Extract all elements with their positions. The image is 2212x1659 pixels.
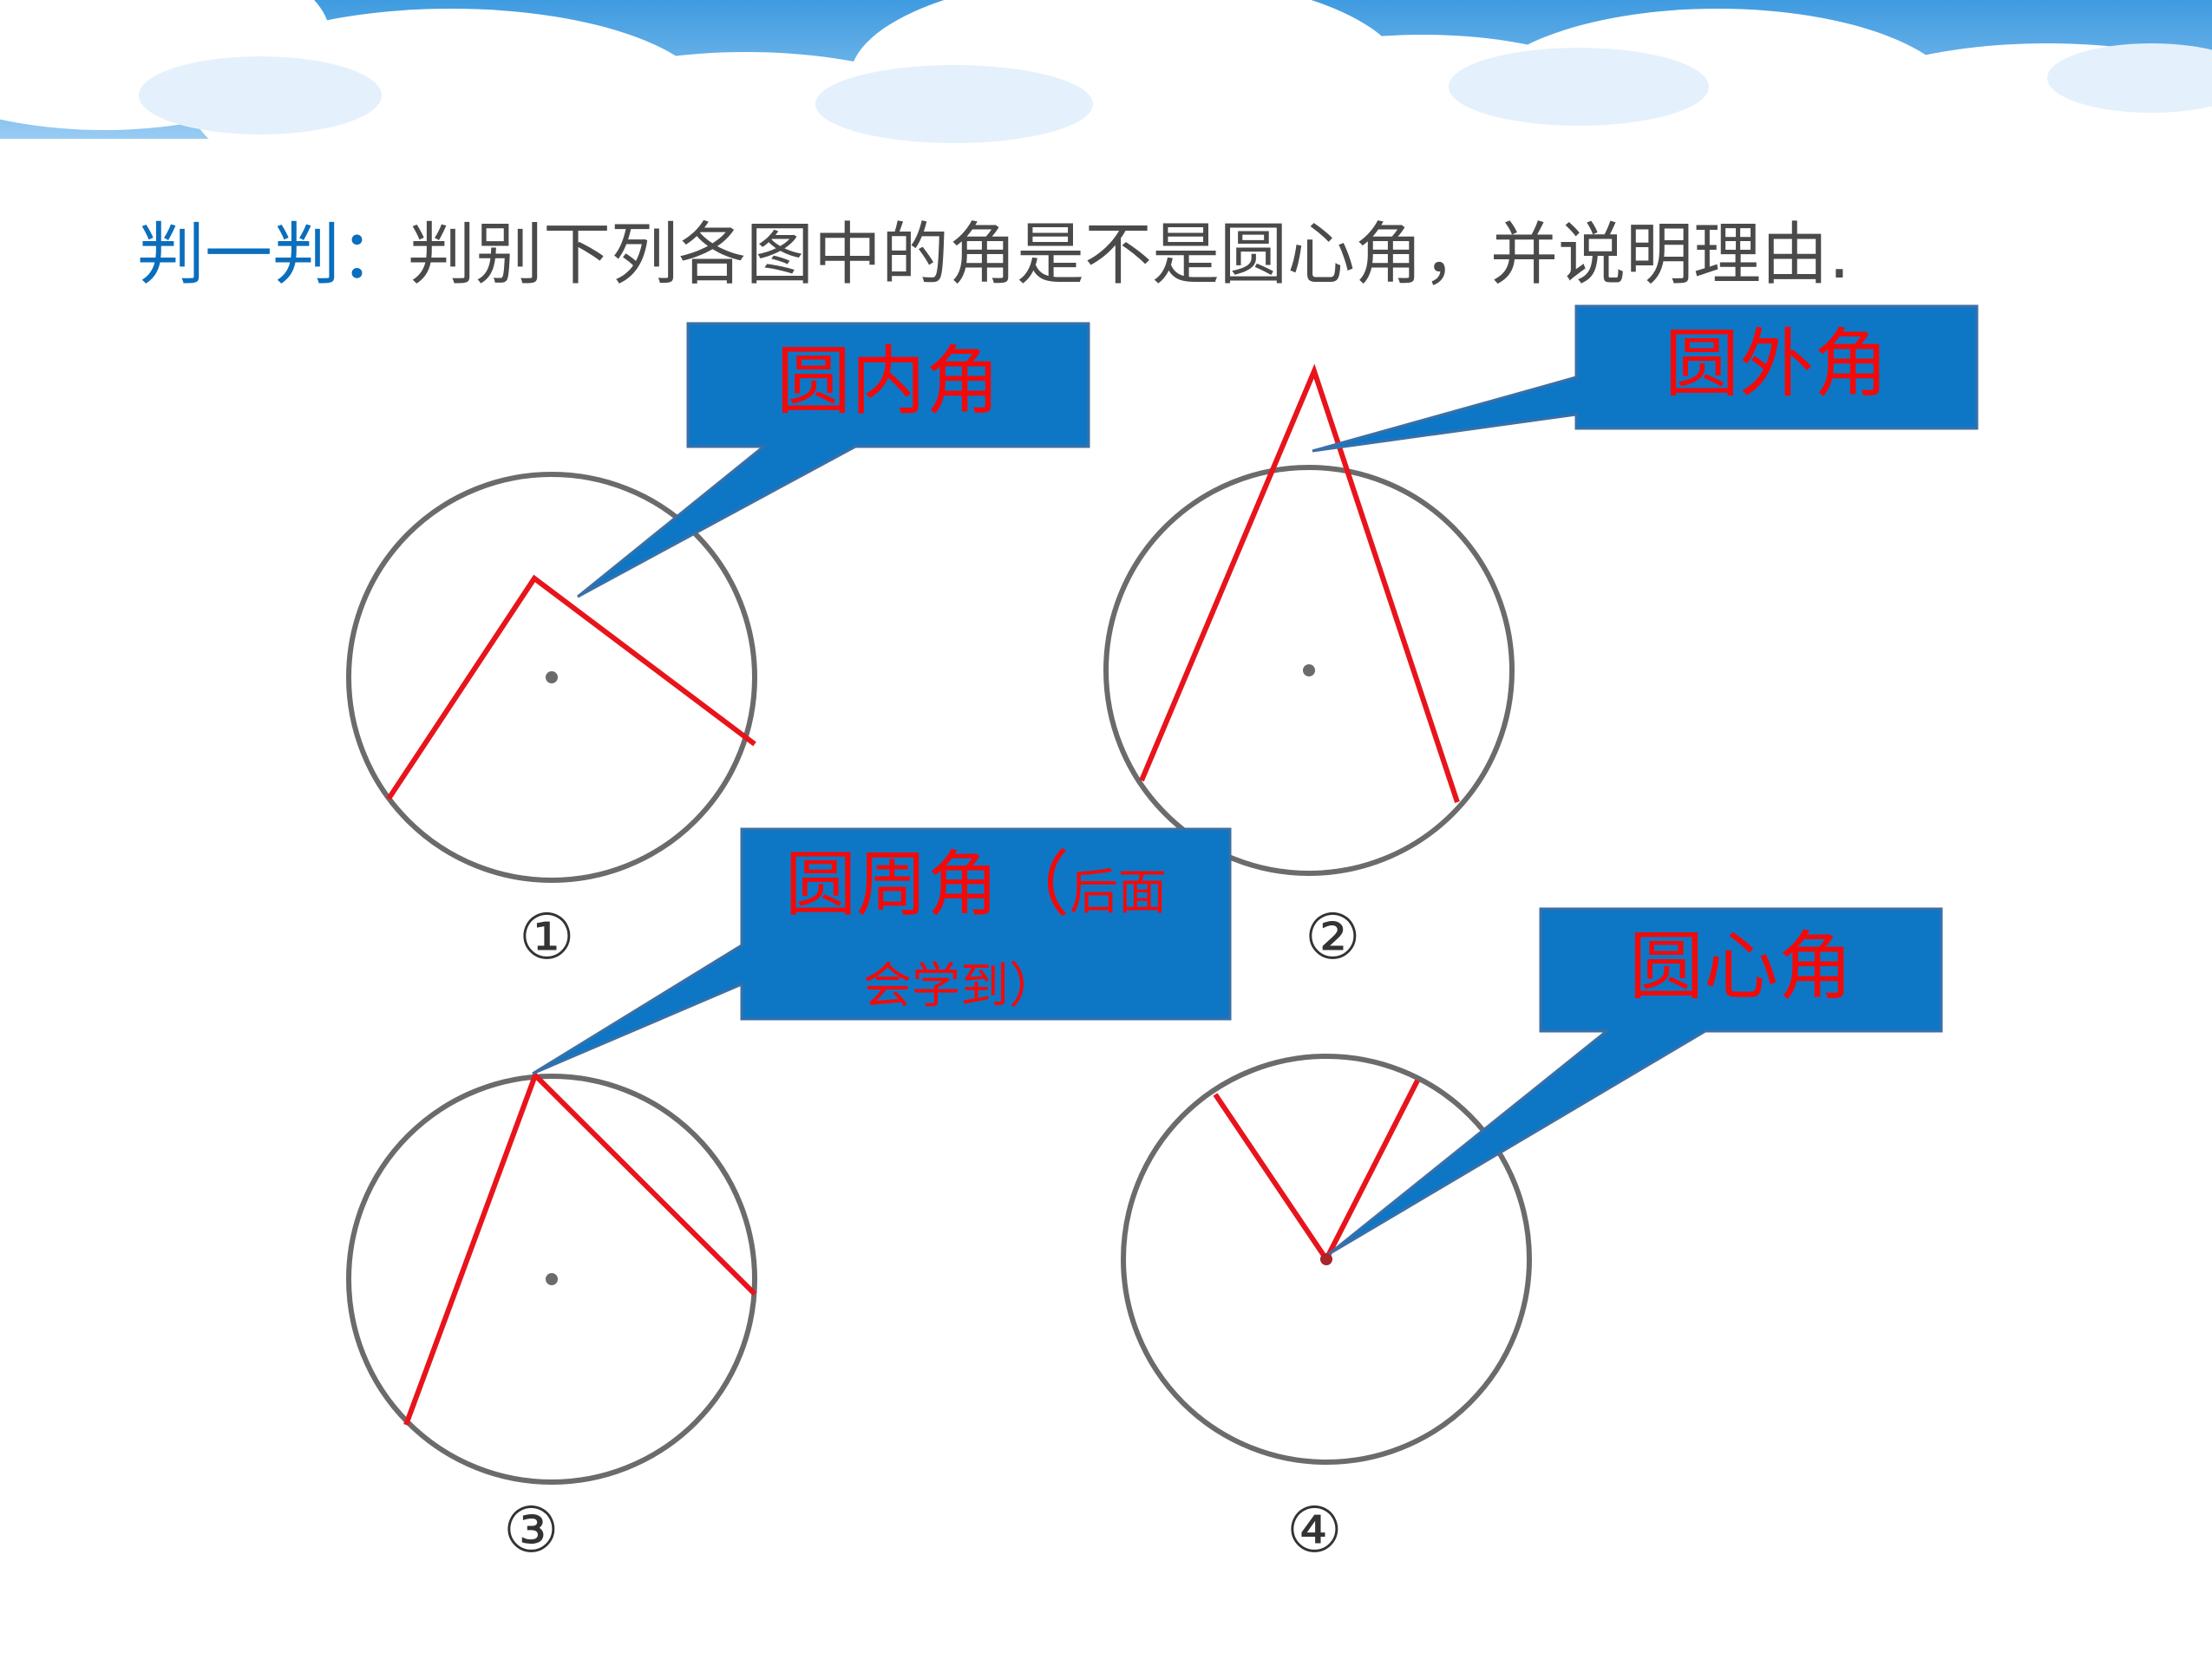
figure-3 [346, 827, 1232, 1485]
figure-number-1: ① [519, 900, 575, 973]
callout-box-4 [1328, 907, 1943, 1256]
callout-label-3-small-1: 后面 [1070, 865, 1168, 921]
callout-label-1: 圆内角 [776, 338, 1000, 425]
center-dot-2 [1303, 664, 1315, 676]
angle-lines-2 [1139, 363, 1460, 803]
cloud-banner [0, 0, 2212, 225]
figure-4 [1121, 907, 1943, 1465]
page-heading: 判一判：判别下列各图中的角是不是圆心角，并说明理由. [137, 212, 1850, 298]
center-dot-4 [1320, 1253, 1332, 1265]
circle-4 [1121, 1054, 1532, 1465]
angle-lines-3 [403, 1070, 757, 1427]
figure-number-3: ③ [503, 1493, 560, 1566]
circle-1 [346, 472, 757, 883]
callout-box-2 [1312, 304, 1979, 453]
figure-1 [346, 322, 1090, 883]
heading-text: 判别下列各图中的角是不是圆心角，并说明理由. [408, 216, 1850, 294]
callout-label-3-small-2: 会学到） [863, 958, 1057, 1015]
figure-number-2: ② [1305, 900, 1361, 973]
callout-label-2: 圆外角 [1665, 321, 1888, 408]
figure-number-4: ④ [1286, 1493, 1343, 1566]
center-dot-3 [546, 1273, 558, 1285]
callout-box-3 [532, 827, 1232, 1075]
angle-lines-4 [1213, 1079, 1420, 1264]
heading-lead: 判一判： [137, 216, 409, 294]
center-dot-1 [546, 671, 558, 683]
callout-box-1 [577, 322, 1090, 598]
figure-2 [1103, 304, 1979, 876]
callout-label-3: 圆周角（后面 会学到） [742, 838, 1230, 1033]
circle-2 [1103, 465, 1515, 876]
callout-label-4: 圆心角 [1629, 924, 1853, 1010]
angle-lines-1 [386, 574, 756, 800]
circle-3 [346, 1074, 757, 1485]
callout-label-3-main: 圆周角（ [785, 844, 1070, 926]
